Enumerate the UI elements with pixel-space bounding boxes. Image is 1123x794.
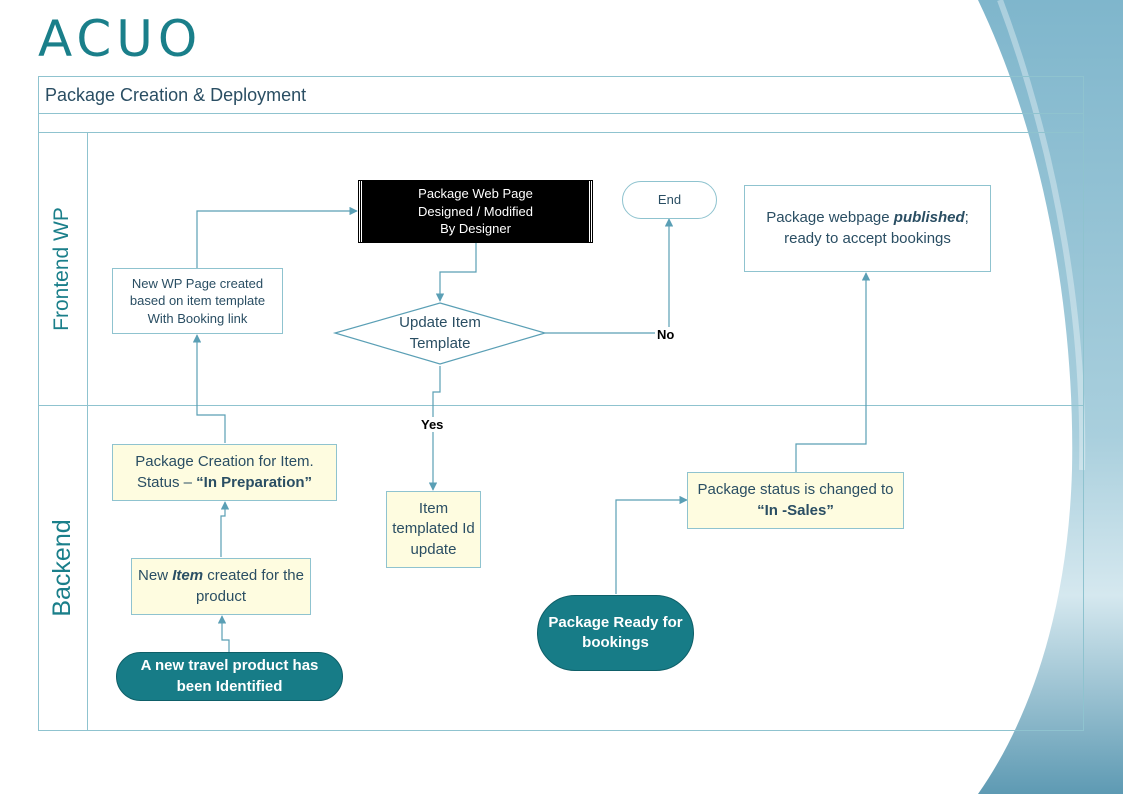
published-em: published xyxy=(893,209,965,227)
decision-label: Update Item Template xyxy=(399,314,481,352)
published-pre: Package webpage xyxy=(766,209,894,227)
package-creation-status-prefix: Status – xyxy=(136,473,197,491)
status-changed-bold: “In -Sales” xyxy=(757,501,834,519)
edge-start-to-item xyxy=(217,615,230,653)
new-item-post: created for the product xyxy=(195,567,304,605)
new-wp-page-box: New WP Page created based on item templa… xyxy=(112,268,283,334)
item-templated-box: Item templated Id update xyxy=(386,491,481,568)
decision-diamond xyxy=(332,302,548,365)
start-pill: A new travel product has been Identified xyxy=(116,652,343,701)
package-creation-status: “In Preparation” xyxy=(196,473,313,491)
edge-label-no: No xyxy=(655,327,677,342)
package-creation-line1: Package Creation for Item. xyxy=(135,453,314,471)
status-changed-box: Package status is changed to “In -Sales” xyxy=(687,472,904,529)
new-item-box: New Item created for the product xyxy=(131,558,311,615)
edge-status-to-published xyxy=(795,272,871,472)
diagram-title: Package Creation & Deployment xyxy=(38,76,1084,114)
edge-item-to-creation xyxy=(220,501,230,557)
end-terminal: End xyxy=(622,181,717,219)
web-page-designed-box: Package Web Page Designed / Modified By … xyxy=(358,180,593,243)
published-box: Package webpage published; ready to acce… xyxy=(744,185,991,272)
acuo-logo: ACUO xyxy=(38,10,203,68)
edge-wp-to-designed xyxy=(196,206,358,268)
ready-pill: Package Ready for bookings xyxy=(537,595,694,671)
edge-ready-to-status xyxy=(615,495,688,594)
edge-decision-yes-to-templated xyxy=(428,366,441,491)
lane-divider xyxy=(38,405,1084,406)
new-item-pre: New xyxy=(138,567,173,585)
status-changed-pre: Package status is changed to xyxy=(697,481,894,499)
lane-label-divider xyxy=(87,132,88,731)
published-post: ; ready to accept bookings xyxy=(784,209,969,247)
package-creation-box: Package Creation for Item. Status – “In … xyxy=(112,444,337,501)
header-divider xyxy=(38,132,1084,133)
edge-label-yes: Yes xyxy=(419,417,446,432)
edge-creation-to-wp xyxy=(192,334,226,443)
new-item-em: Item xyxy=(172,567,204,585)
edge-designed-to-decision xyxy=(435,243,477,302)
